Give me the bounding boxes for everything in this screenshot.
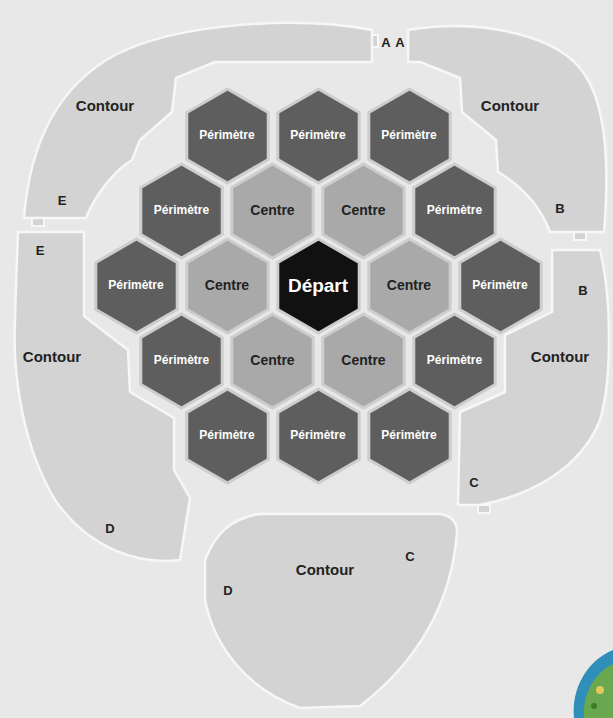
- tile-label: Départ: [288, 276, 348, 297]
- hex-outline: [368, 389, 449, 483]
- hex-outline: [141, 164, 222, 258]
- hex-outline: [277, 389, 358, 483]
- piece-outline: [458, 250, 609, 505]
- hex-tile: Périmètre: [94, 237, 179, 335]
- piece-label: Contour: [76, 98, 134, 115]
- hex-tile: Départ: [276, 237, 361, 335]
- hex-outline: [323, 164, 404, 258]
- connector-letter: B: [555, 202, 564, 215]
- tile-label: Centre: [341, 203, 385, 218]
- hex-tile: Périmètre: [139, 312, 224, 410]
- hex-tile: Centre: [230, 162, 315, 260]
- hex-outline: [277, 239, 358, 333]
- hex-outline: [277, 89, 358, 183]
- connector-letter: D: [223, 584, 232, 597]
- connector-letter: A: [381, 36, 390, 49]
- puzzle-tab: [32, 218, 44, 226]
- hex-tile: Périmètre: [367, 387, 452, 485]
- connector-letter: D: [105, 522, 114, 535]
- piece-label: Contour: [23, 349, 81, 366]
- hex-outline: [95, 239, 176, 333]
- tile-label: Périmètre: [199, 429, 254, 442]
- connector-letter: A: [395, 36, 404, 49]
- hex-tile: Périmètre: [412, 162, 497, 260]
- hex-outline: [414, 164, 495, 258]
- tile-label: Périmètre: [154, 354, 209, 367]
- tile-label: Périmètre: [381, 429, 436, 442]
- island-water: [574, 650, 613, 718]
- tile-label: Périmètre: [199, 129, 254, 142]
- piece-outline: [205, 514, 457, 708]
- puzzle-tab: [478, 505, 490, 513]
- hex-outline: [141, 314, 222, 408]
- hex-tile: Centre: [230, 312, 315, 410]
- hex-tile: Centre: [185, 237, 270, 335]
- hex-outline: [368, 239, 449, 333]
- hex-outline: [186, 89, 267, 183]
- tile-label: Centre: [341, 353, 385, 368]
- tile-label: Périmètre: [472, 279, 527, 292]
- tile-label: Périmètre: [381, 129, 436, 142]
- hex-tile: Périmètre: [185, 387, 270, 485]
- connector-letter: E: [36, 244, 45, 257]
- tile-label: Centre: [250, 353, 294, 368]
- tile-label: Périmètre: [290, 129, 345, 142]
- hex-tile: Centre: [321, 312, 406, 410]
- hex-outline: [459, 239, 540, 333]
- connector-letter: E: [58, 194, 67, 207]
- hex-tile: Périmètre: [458, 237, 543, 335]
- connector-letter: B: [578, 284, 587, 297]
- hex-tile: Périmètre: [185, 87, 270, 185]
- tile-label: Périmètre: [427, 204, 482, 217]
- hex-tile: Centre: [321, 162, 406, 260]
- tile-label: Périmètre: [427, 354, 482, 367]
- tile-label: Centre: [387, 278, 431, 293]
- island-detail: [596, 686, 604, 694]
- connector-letter: C: [469, 476, 478, 489]
- tile-label: Centre: [205, 278, 249, 293]
- tile-label: Périmètre: [108, 279, 163, 292]
- hex-tile: Centre: [367, 237, 452, 335]
- hex-outline: [186, 239, 267, 333]
- hex-outline: [368, 89, 449, 183]
- connector-letter: C: [405, 550, 414, 563]
- piece-outline: [15, 232, 190, 561]
- hex-tile: Périmètre: [276, 87, 361, 185]
- hex-tile: Périmètre: [367, 87, 452, 185]
- piece-label: Contour: [531, 349, 589, 366]
- island-detail: [591, 703, 597, 709]
- puzzle-tab: [372, 35, 378, 47]
- hex-outline: [232, 314, 313, 408]
- tile-label: Centre: [250, 203, 294, 218]
- piece-label: Contour: [481, 98, 539, 115]
- tile-label: Périmètre: [290, 429, 345, 442]
- hex-outline: [414, 314, 495, 408]
- hex-tile: Périmètre: [139, 162, 224, 260]
- island-land: [584, 664, 613, 718]
- piece-label: Contour: [296, 562, 354, 579]
- hex-outline: [232, 164, 313, 258]
- puzzle-tab: [574, 232, 586, 240]
- hex-tile: Périmètre: [276, 387, 361, 485]
- tile-label: Périmètre: [154, 204, 209, 217]
- hex-outline: [323, 314, 404, 408]
- hex-outline: [186, 389, 267, 483]
- hex-tile: Périmètre: [412, 312, 497, 410]
